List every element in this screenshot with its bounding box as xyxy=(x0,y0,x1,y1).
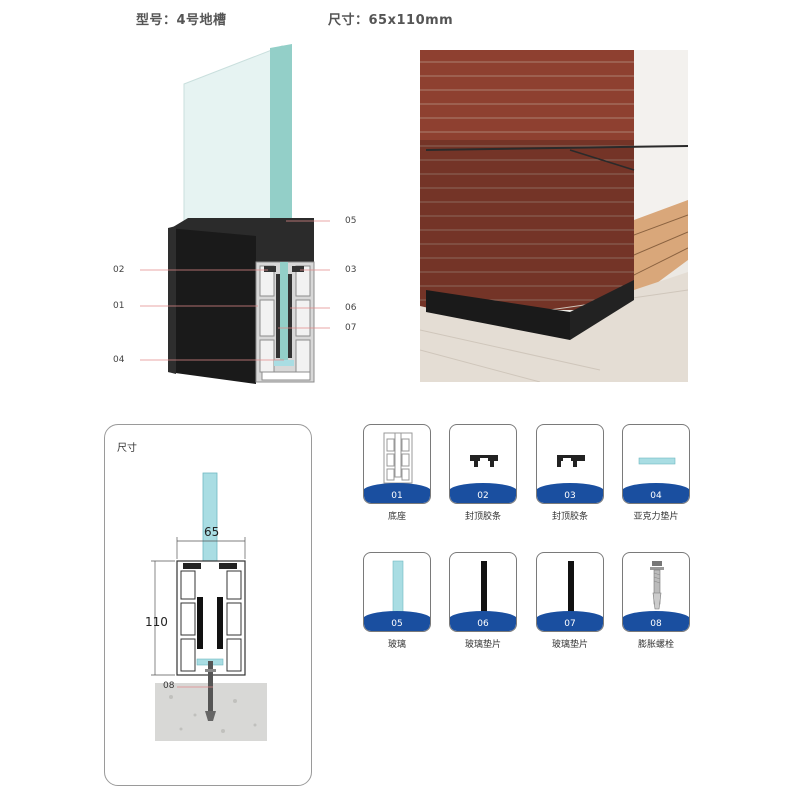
glass-panel-edge xyxy=(270,44,292,262)
part-number: 08 xyxy=(623,611,689,631)
part-card-08: 08 膨胀螺栓 xyxy=(622,552,690,650)
part-name: 亚克力垫片 xyxy=(633,512,679,522)
part-card-07: 07 玻璃垫片 xyxy=(536,552,604,650)
part-name: 封顶胶条 xyxy=(551,512,588,522)
base-profile-icon xyxy=(383,432,413,484)
part-number: 06 xyxy=(450,611,516,631)
part-card-04: 04 亚克力垫片 xyxy=(622,424,690,522)
glass-gasket-icon xyxy=(481,561,487,613)
callout-06: 06 xyxy=(345,303,357,313)
top-seal-strip-icon xyxy=(557,455,585,467)
part-name: 玻璃垫片 xyxy=(464,640,501,650)
top-seal-strip-icon xyxy=(470,455,498,467)
part-name: 封顶胶条 xyxy=(464,512,501,522)
dimension-height-label: 110 xyxy=(145,615,168,629)
part-number: 05 xyxy=(364,611,430,631)
callout-01: 01 xyxy=(113,301,125,311)
model-label: 型号：4号地槽 xyxy=(136,13,227,28)
part-card-01: 01 底座 xyxy=(363,424,431,522)
bolt-callout-label: 08 xyxy=(163,681,175,691)
part-card-02: 02 封顶胶条 xyxy=(449,424,517,522)
product-3d-illustration xyxy=(140,44,330,384)
callout-04: 04 xyxy=(113,355,125,365)
installation-photo xyxy=(420,50,688,382)
expansion-bolt-icon xyxy=(650,561,664,610)
part-name: 玻璃 xyxy=(387,640,406,650)
part-name: 底座 xyxy=(387,512,406,522)
callout-02: 02 xyxy=(113,265,125,275)
callout-05: 05 xyxy=(345,216,357,226)
part-number: 04 xyxy=(623,483,689,503)
callout-07: 07 xyxy=(345,323,357,333)
acrylic-gasket-icon xyxy=(638,457,676,465)
part-card-05: 05 玻璃 xyxy=(363,552,431,650)
size-label: 尺寸：65x110mm xyxy=(328,13,454,28)
part-number: 02 xyxy=(450,483,516,503)
part-name: 膨胀螺栓 xyxy=(637,640,674,650)
dimension-card-title: 尺寸 xyxy=(117,443,137,454)
part-card-06: 06 玻璃垫片 xyxy=(449,552,517,650)
callout-03: 03 xyxy=(345,265,357,275)
glass-gasket-icon xyxy=(568,561,574,613)
profile-side-shade xyxy=(168,226,176,374)
dimension-drawing xyxy=(151,472,267,741)
part-card-03: 03 封顶胶条 xyxy=(536,424,604,522)
dimension-card: 尺寸 xyxy=(104,424,312,786)
part-number: 07 xyxy=(537,611,603,631)
part-number: 01 xyxy=(364,483,430,503)
glass-panel-icon xyxy=(392,560,404,614)
dimension-width-label: 65 xyxy=(204,525,220,539)
part-number: 03 xyxy=(537,483,603,503)
part-name: 玻璃垫片 xyxy=(551,640,588,650)
